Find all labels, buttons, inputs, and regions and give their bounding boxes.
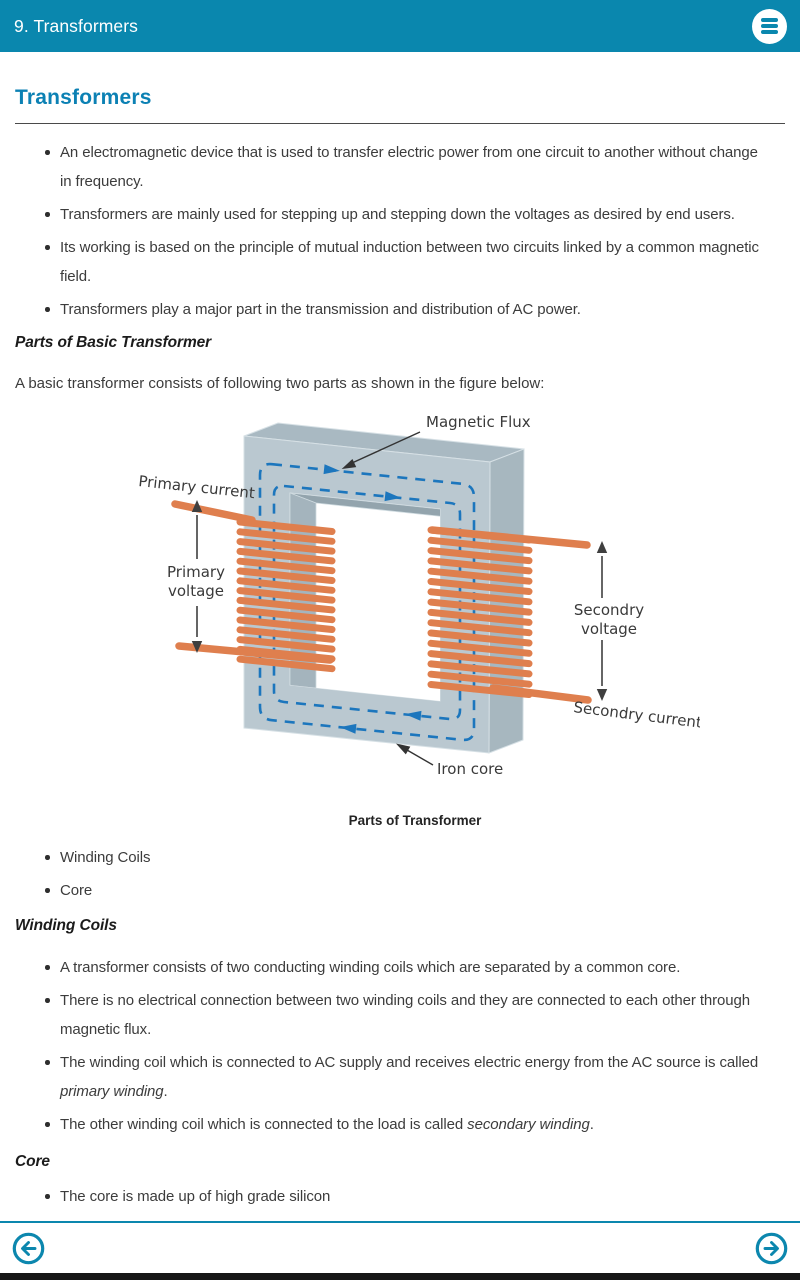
flux-arrow-icon xyxy=(323,464,340,475)
emphasized-term: primary winding xyxy=(60,1083,164,1100)
figure-caption: Parts of Transformer xyxy=(348,813,482,828)
next-button[interactable] xyxy=(755,1232,788,1265)
parts-list: Winding Coils Core xyxy=(15,843,785,905)
label-secondary-voltage-2: voltage xyxy=(581,620,637,638)
section-heading-parts: Parts of Basic Transformer xyxy=(15,334,212,351)
list-item: Transformers play a major part in the tr… xyxy=(15,295,771,324)
bullet-text: Core xyxy=(60,882,93,899)
pager-footer xyxy=(0,1221,800,1273)
page-title: Transformers xyxy=(15,86,152,109)
primary-top-lead xyxy=(171,500,256,524)
list-item: Winding Coils xyxy=(15,843,771,872)
bullet-text: . xyxy=(163,1083,168,1100)
label-primary-voltage-2: voltage xyxy=(168,582,224,600)
arrow-up-icon xyxy=(191,500,203,512)
title-divider xyxy=(15,123,785,124)
section-heading-winding: Winding Coils xyxy=(15,917,117,934)
app-header: 9. Transformers xyxy=(0,0,800,52)
content: Transformers An electromagnetic device t… xyxy=(0,52,800,1221)
list-item: Its working is based on the principle of… xyxy=(15,233,771,291)
label-secondary-current: Secondry current xyxy=(573,698,700,732)
label-secondary-voltage-1: Secondry xyxy=(574,601,644,619)
arrow-left-circle-icon xyxy=(12,1232,45,1264)
intro-list: An electromagnetic device that is used t… xyxy=(15,138,785,324)
arrow-down-icon xyxy=(191,641,203,653)
arrow-down-icon xyxy=(596,689,608,701)
list-item: Transformers are mainly used for steppin… xyxy=(15,200,771,229)
flux-arrow-icon xyxy=(384,491,401,502)
leader-arrow-icon xyxy=(395,743,411,755)
transformer-figure: Magnetic Flux Primary current Primary vo… xyxy=(130,406,703,828)
prev-button[interactable] xyxy=(12,1232,45,1265)
bullet-text: Transformers play a major part in the tr… xyxy=(60,301,581,318)
hamburger-icon xyxy=(751,8,787,44)
bullet-text: A transformer consists of two conducting… xyxy=(60,959,681,976)
list-item: The core is made up of high grade silico… xyxy=(15,1182,771,1211)
label-primary-current: Primary current xyxy=(138,472,256,502)
list-item: An electromagnetic device that is used t… xyxy=(15,138,771,196)
arrow-right-circle-icon xyxy=(755,1232,788,1264)
bullet-text: . xyxy=(589,1116,594,1133)
primary-coil xyxy=(236,518,336,673)
bullet-text: Its working is based on the principle of… xyxy=(60,239,759,285)
winding-list: A transformer consists of two conducting… xyxy=(15,953,785,1139)
header-title: 9. Transformers xyxy=(14,15,139,36)
secondary-leads xyxy=(428,526,592,704)
flux-arrows xyxy=(323,464,422,734)
flux-arrow-icon xyxy=(340,723,357,734)
leader-arrow-icon xyxy=(341,458,357,469)
bottom-bar xyxy=(0,1273,800,1280)
label-primary-voltage-1: Primary xyxy=(167,563,225,581)
menu-button[interactable] xyxy=(750,7,788,45)
list-item: The winding coil which is connected to A… xyxy=(15,1048,771,1106)
label-leaders xyxy=(341,431,434,766)
secondary-top-lead xyxy=(428,526,591,549)
bullet-text: There is no electrical connection betwee… xyxy=(60,992,751,1038)
bullet-text: The winding coil which is connected to A… xyxy=(60,1054,759,1071)
bullet-text: The other winding coil which is connecte… xyxy=(60,1116,468,1133)
section-heading-core: Core xyxy=(15,1153,50,1170)
flux-arrow-icon xyxy=(405,710,422,721)
flux-loops xyxy=(258,462,476,742)
list-item: Core xyxy=(15,876,771,905)
flux-outer-loop xyxy=(258,462,476,742)
bullet-text: Transformers are mainly used for steppin… xyxy=(60,206,735,223)
list-item: There is no electrical connection betwee… xyxy=(15,986,771,1044)
bullet-text: An electromagnetic device that is used t… xyxy=(60,144,758,190)
label-magnetic-flux: Magnetic Flux xyxy=(426,413,531,431)
emphasized-term: secondary winding xyxy=(467,1116,590,1133)
bullet-text: Winding Coils xyxy=(60,849,151,866)
arrow-up-icon xyxy=(596,541,608,553)
secondary-bottom-lead xyxy=(489,684,592,704)
flux-inner-loop xyxy=(272,484,462,721)
list-item: A transformer consists of two conducting… xyxy=(15,953,771,982)
bullet-text: The core is made up of high grade silico… xyxy=(60,1188,331,1205)
parts-intro: A basic transformer consists of followin… xyxy=(15,375,545,392)
label-iron-core: Iron core xyxy=(437,760,503,778)
list-item: The other winding coil which is connecte… xyxy=(15,1110,771,1139)
transformer-diagram: Magnetic Flux Primary current Primary vo… xyxy=(138,413,703,778)
voltage-arrows xyxy=(191,500,608,701)
core-list: The core is made up of high grade silico… xyxy=(15,1182,785,1211)
